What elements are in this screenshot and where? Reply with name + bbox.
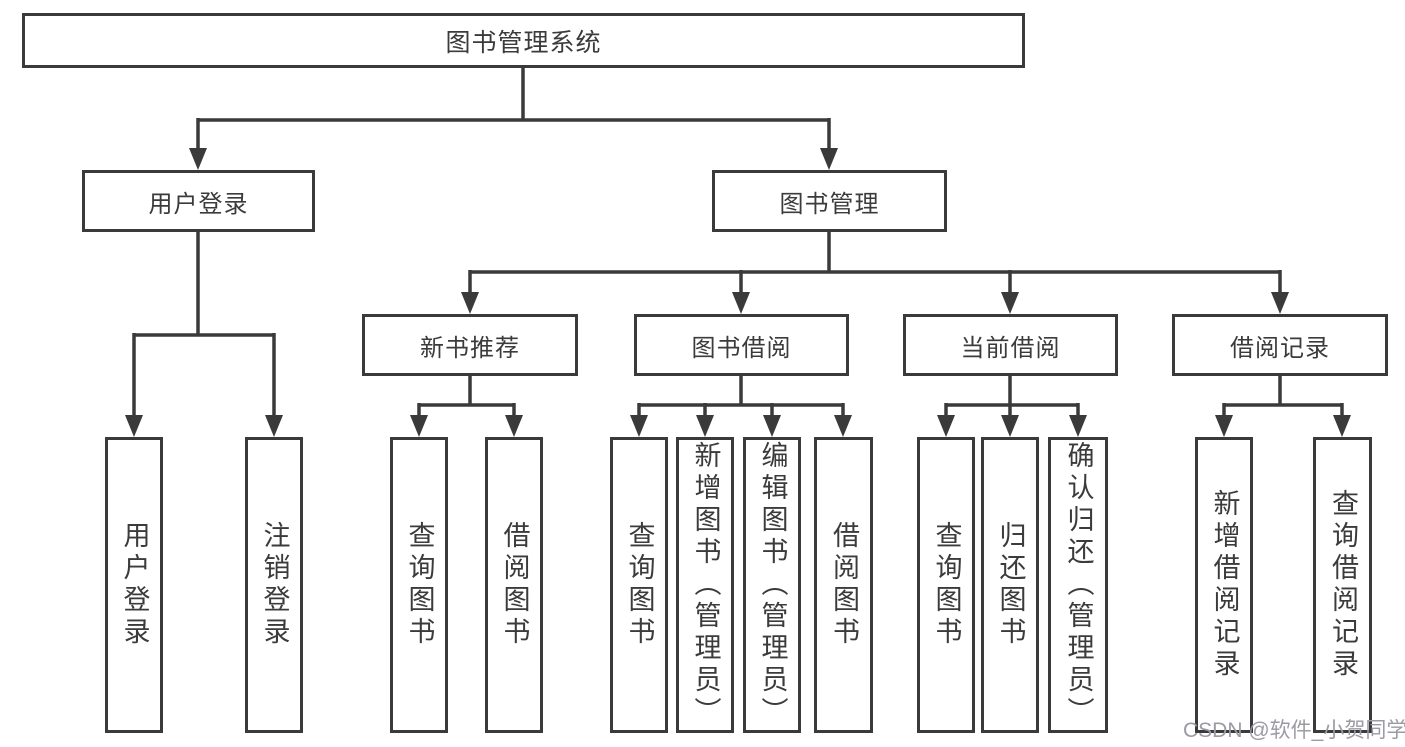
node-label: 新书推荐 xyxy=(420,334,520,362)
node-label: 当前借阅 xyxy=(960,334,1061,362)
leaf-add-borrow-record: 新增借阅记录 xyxy=(1195,437,1253,733)
connector-new-book-split xyxy=(417,376,516,419)
node-book-management: 图书管理 xyxy=(712,170,947,232)
leaf-logout: 注销登录 xyxy=(245,437,303,733)
node-new-book-recommend: 新书推荐 xyxy=(362,314,578,376)
node-label: 图书管理 xyxy=(779,190,880,218)
node-label: 图书管理系统 xyxy=(445,28,602,57)
leaf-label: 编辑图书（管理员） xyxy=(757,441,788,729)
node-label: 借阅记录 xyxy=(1230,334,1330,362)
node-library-management-system: 图书管理系统 xyxy=(22,13,1025,68)
node-book-borrow: 图书借阅 xyxy=(634,314,849,376)
connector-root-split xyxy=(196,68,831,152)
node-label: 图书借阅 xyxy=(691,334,792,362)
leaf-label: 新增图书（管理员） xyxy=(690,441,721,729)
leaf-label: 借阅图书 xyxy=(499,521,530,649)
leaf-confirm-return-admin: 确认归还（管理员） xyxy=(1048,437,1108,733)
node-label: 用户登录 xyxy=(148,190,249,218)
node-current-borrow: 当前借阅 xyxy=(903,314,1118,376)
connector-current-borrow-split xyxy=(944,376,1080,419)
node-borrow-records: 借阅记录 xyxy=(1172,314,1388,376)
leaf-label: 查询图书 xyxy=(624,521,655,649)
csdn-watermark: CSDN @软件_小贺同学 xyxy=(1183,719,1405,742)
connector-borrow-records-split xyxy=(1222,376,1344,419)
leaf-query-books-borrow: 查询图书 xyxy=(610,437,668,733)
leaf-label: 确认归还（管理员） xyxy=(1063,441,1094,729)
leaf-label: 归还图书 xyxy=(995,521,1026,649)
connector-user-login-split xyxy=(132,232,276,419)
leaf-label: 用户登录 xyxy=(119,521,150,649)
leaf-label: 注销登录 xyxy=(259,521,290,649)
leaf-label: 查询图书 xyxy=(404,521,435,649)
leaf-edit-books-admin: 编辑图书（管理员） xyxy=(743,437,801,733)
leaf-query-books-newbook: 查询图书 xyxy=(390,437,448,733)
leaf-add-books-admin: 新增图书（管理员） xyxy=(676,437,734,733)
leaf-label: 借阅图书 xyxy=(829,521,859,649)
leaf-query-borrow-record: 查询借阅记录 xyxy=(1313,437,1372,733)
leaf-borrow-books-borrow: 借阅图书 xyxy=(814,437,873,733)
node-user-login: 用户登录 xyxy=(82,170,315,232)
leaf-label: 查询图书 xyxy=(931,521,962,649)
leaf-user-login: 用户登录 xyxy=(105,437,163,733)
connector-book-borrow-split xyxy=(637,376,845,419)
leaf-borrow-books-newbook: 借阅图书 xyxy=(485,437,543,733)
leaf-return-books: 归还图书 xyxy=(981,437,1039,733)
leaf-label: 查询借阅记录 xyxy=(1328,489,1358,681)
leaf-query-books-current: 查询图书 xyxy=(917,437,975,733)
leaf-label: 新增借阅记录 xyxy=(1209,489,1240,681)
connector-book-management-split xyxy=(468,232,1282,296)
